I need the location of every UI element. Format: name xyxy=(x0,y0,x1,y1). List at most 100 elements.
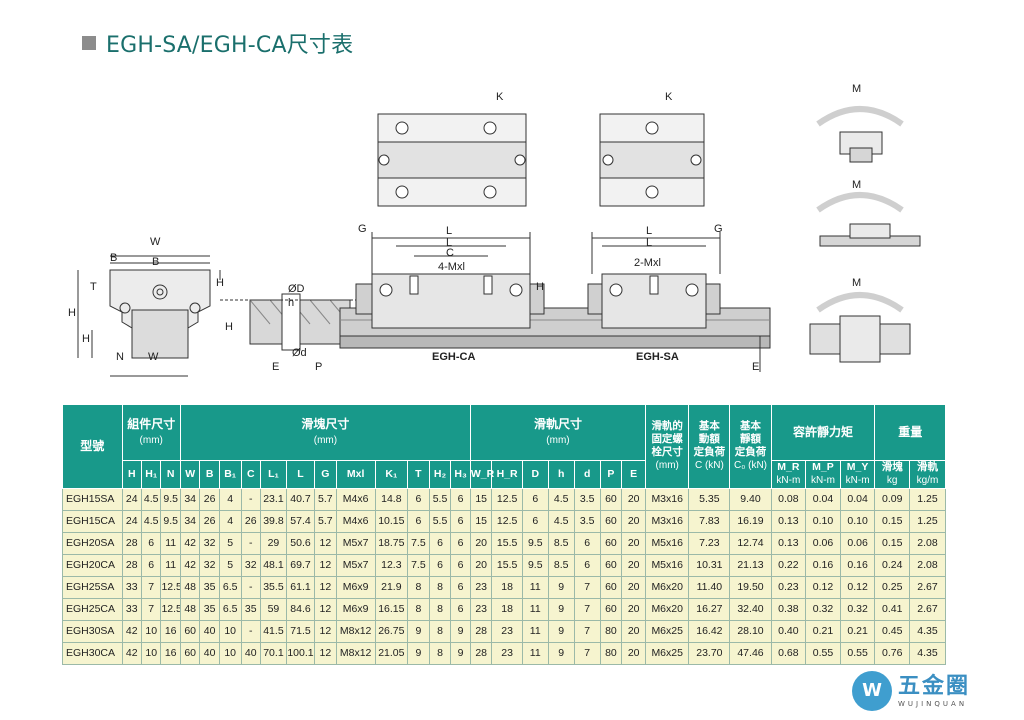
table-cell: 41.5 xyxy=(259,619,287,643)
table-cell: 23 xyxy=(491,619,523,643)
table-cell: 6 xyxy=(450,487,471,511)
table-cell: 100.1 xyxy=(285,641,316,665)
table-cell: 15.5 xyxy=(491,553,523,577)
table-cell: 23.1 xyxy=(259,487,287,511)
table-cell: 0.25 xyxy=(874,575,911,599)
side-view-sa-block xyxy=(587,232,761,372)
table-cell: 48 xyxy=(179,575,201,599)
table-cell: 71.5 xyxy=(285,619,316,643)
table-cell: 7.23 xyxy=(688,531,731,555)
table-cell: 28 xyxy=(469,641,493,665)
table-cell: 4.5 xyxy=(547,487,575,511)
table-cell: 26 xyxy=(240,509,261,533)
table-cell: 4.5 xyxy=(547,509,575,533)
col-b1: B₁ xyxy=(218,460,242,489)
table-cell: M4x6 xyxy=(335,487,376,511)
header-bolt-line1: 滑軌的 xyxy=(651,419,683,432)
table-cell: 4.35 xyxy=(909,641,946,665)
table-cell: 0.16 xyxy=(805,553,841,577)
moment-my-diagram xyxy=(809,292,911,363)
table-cell: 48.1 xyxy=(259,553,287,577)
table-cell: 4 xyxy=(218,509,242,533)
table-cell: 28 xyxy=(121,553,142,577)
table-cell: 11 xyxy=(521,641,549,665)
table-cell: 0.12 xyxy=(805,575,841,599)
table-cell: 23 xyxy=(491,641,523,665)
col-mxl: Mxl xyxy=(335,460,376,489)
moment-labels: M M M xyxy=(852,83,861,289)
table-cell: 20 xyxy=(469,531,493,555)
table-cell: 60 xyxy=(599,487,623,511)
table-cell: M5x7 xyxy=(335,531,376,555)
table-cell: 15 xyxy=(469,487,493,511)
table-cell: 21.9 xyxy=(374,575,409,599)
header-bolt-line3: 栓尺寸 xyxy=(651,446,683,459)
table-cell: 0.08 xyxy=(770,487,807,511)
logo-chinese: 五金圈 xyxy=(898,674,971,699)
table-cell: 7.5 xyxy=(407,553,430,577)
table-cell: 2.08 xyxy=(909,531,946,555)
logo-mark-icon: W xyxy=(852,671,892,711)
table-cell: 6 xyxy=(407,509,430,533)
table-cell: 35 xyxy=(199,575,220,599)
table-cell: 3.5 xyxy=(573,509,601,533)
table-cell: 7 xyxy=(573,641,601,665)
table-cell: 7 xyxy=(573,619,601,643)
label-b1: B xyxy=(110,252,117,264)
sa-top-view xyxy=(599,113,705,207)
table-cell: 28 xyxy=(121,531,142,555)
table-cell: 9 xyxy=(450,641,471,665)
label-d-small: Ød xyxy=(292,347,307,359)
table-cell: 15.5 xyxy=(491,531,523,555)
table-cell: M6x20 xyxy=(645,597,690,621)
table-cell: 20 xyxy=(621,575,647,599)
table-cell: 10.31 xyxy=(688,553,731,577)
table-cell: 5.7 xyxy=(314,487,337,511)
col-block-weight-unit: kg xyxy=(886,475,898,487)
table-cell: 23 xyxy=(469,575,493,599)
header-moment: 容許靜力矩 xyxy=(770,404,876,461)
table-cell: 11 xyxy=(521,619,549,643)
table-cell: 18.75 xyxy=(374,531,409,555)
label-ca-h2: H xyxy=(536,281,544,293)
table-cell: 23 xyxy=(469,597,493,621)
table-cell: 6 xyxy=(140,553,162,577)
table-cell: 0.23 xyxy=(770,575,807,599)
table-cell: M8x12 xyxy=(335,641,376,665)
table-cell: 28 xyxy=(469,619,493,643)
table-cell: 11.40 xyxy=(688,575,731,599)
table-cell: 6 xyxy=(573,553,601,577)
table-cell: 6 xyxy=(573,531,601,555)
col-h3: H₃ xyxy=(450,460,471,489)
col-h-small: h xyxy=(547,460,575,489)
col-l1: L₁ xyxy=(259,460,287,489)
table-cell: 8.5 xyxy=(547,553,575,577)
table-cell: 32 xyxy=(199,531,220,555)
table-cell: 11 xyxy=(521,575,549,599)
table-cell: 0.41 xyxy=(874,597,911,621)
dimension-table: 型號 組件尺寸 (mm) 滑塊尺寸 (mm) 滑軌尺寸 (mm) 滑軌的 固定螺… xyxy=(62,404,946,665)
title-bullet xyxy=(82,36,96,50)
label-n: N xyxy=(116,351,124,363)
table-cell: 8 xyxy=(428,575,452,599)
model-cell: EGH15SA xyxy=(62,487,123,511)
table-cell: 12.5 xyxy=(160,575,181,599)
header-static-load: 基本 靜額 定負荷 C₀ (kN) xyxy=(729,404,772,489)
table-cell: 5 xyxy=(218,553,242,577)
table-cell: 40 xyxy=(199,619,220,643)
col-d-small: d xyxy=(573,460,601,489)
label-sa-l1: L xyxy=(646,237,652,249)
table-cell: 50.6 xyxy=(285,531,316,555)
table-cell: 6 xyxy=(450,597,471,621)
table-cell: 6 xyxy=(521,509,549,533)
table-cell: 6 xyxy=(428,531,452,555)
model-cell: EGH30SA xyxy=(62,619,123,643)
label-ca-mxl: 4-Mxl xyxy=(438,261,465,273)
table-cell: 15 xyxy=(469,509,493,533)
table-cell: 8.5 xyxy=(547,531,575,555)
table-cell: 23.70 xyxy=(688,641,731,665)
table-cell: 7.5 xyxy=(407,531,430,555)
